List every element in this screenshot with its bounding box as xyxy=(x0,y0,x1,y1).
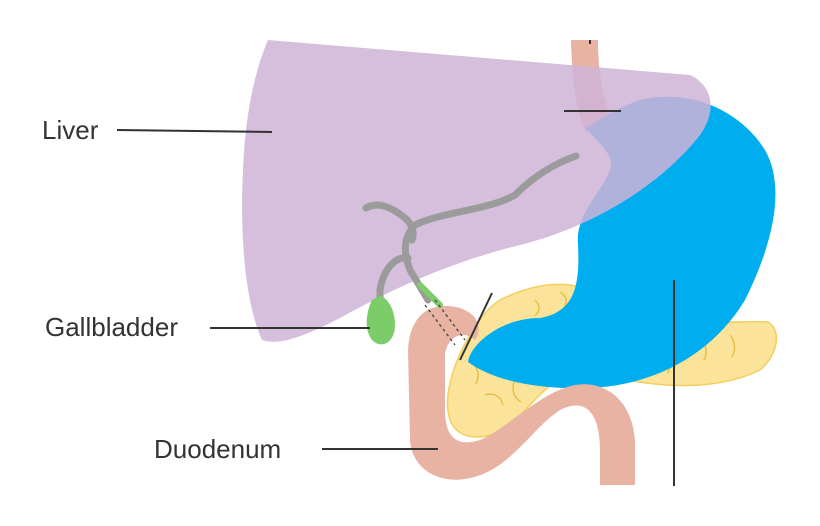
duodenum-label: Duodenum xyxy=(154,434,282,464)
bile-duct-leader-line xyxy=(459,292,493,361)
left-hepatic-duct xyxy=(362,201,417,244)
liver-label: Liver xyxy=(42,115,99,145)
leader-lines xyxy=(116,40,675,486)
cystic-duct xyxy=(376,254,412,309)
gallbladder-label: Gallbladder xyxy=(45,312,178,342)
duodenum xyxy=(408,305,635,485)
common-bile-duct-hidden xyxy=(424,299,466,346)
liver-leader-line xyxy=(116,129,273,133)
liver xyxy=(242,40,711,342)
gallbladder xyxy=(366,296,395,345)
stomach xyxy=(468,96,776,389)
bile-ducts xyxy=(362,152,580,309)
hepatic-duct xyxy=(401,152,580,304)
